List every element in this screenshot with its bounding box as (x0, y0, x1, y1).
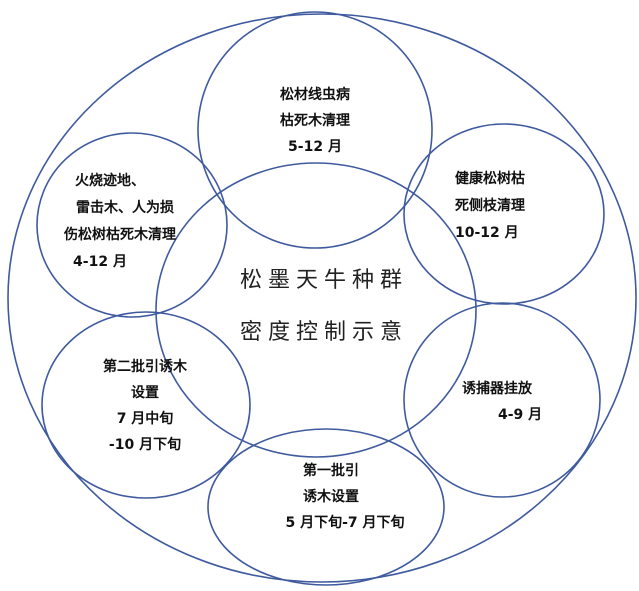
lower-right-circle (403, 302, 601, 498)
node-text: 健康松树枯 (455, 171, 525, 187)
node-bottom: 第一批引 诱木设置 5 月下旬-7 月下旬 (262, 458, 412, 536)
node-text: 诱木设置 (303, 489, 359, 505)
node-date: -10 月下旬 (108, 437, 182, 453)
bottom-ellipse (207, 428, 445, 586)
lower-left-circle (41, 311, 251, 499)
node-text: 诱捕器挂放 (462, 381, 532, 397)
center-title-line1: 松墨天牛种群 (240, 268, 409, 293)
node-date: 7 月中旬 (116, 411, 174, 427)
node-upper-left: 火烧迹地、 雷击木、人为损 伤松树枯死木清理 4-12 月 (40, 168, 210, 276)
node-date: 5-12 月 (288, 139, 342, 155)
center-ellipse (155, 162, 477, 458)
upper-left-circle (36, 132, 228, 318)
node-text: 枯死木清理 (280, 113, 350, 129)
node-text: 第二批引诱木 (103, 359, 187, 375)
node-lower-right: 诱捕器挂放 4-9 月 (462, 376, 542, 428)
node-top: 松材线虫病 枯死木清理 5-12 月 (250, 82, 380, 160)
node-text: 火烧迹地、 (75, 173, 145, 189)
node-text: 松材线虫病 (280, 87, 350, 103)
node-date: 10-12 月 (455, 225, 519, 241)
node-date: 4-9 月 (498, 407, 543, 423)
node-text: 雷击木、人为损 (76, 200, 174, 216)
top-circle (197, 11, 433, 249)
node-date: 5 月下旬-7 月下旬 (285, 515, 405, 531)
node-lower-left: 第二批引诱木 设置 7 月中旬 -10 月下旬 (85, 354, 205, 458)
outer-ellipse (7, 13, 637, 583)
center-title-line2: 密度控制示意 (240, 320, 409, 345)
node-text: 设置 (131, 385, 159, 401)
node-date: 4-12 月 (73, 254, 127, 270)
node-text: 伤松树枯死木清理 (64, 227, 176, 243)
node-upper-right: 健康松树枯 死侧枝清理 10-12 月 (455, 166, 525, 247)
node-text: 死侧枝清理 (455, 198, 525, 214)
node-text: 第一批引 (303, 463, 359, 479)
upper-right-circle (403, 123, 605, 305)
